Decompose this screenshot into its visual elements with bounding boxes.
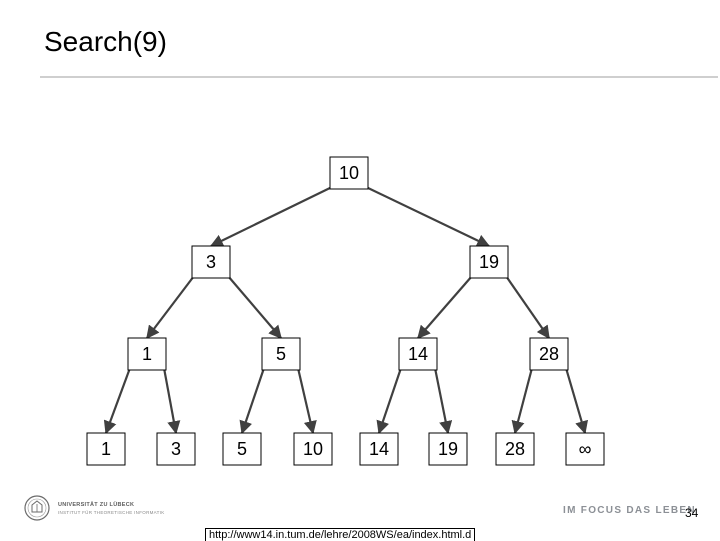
tree-edge-arrow	[146, 275, 195, 340]
node-key-label: 1	[142, 344, 152, 364]
node-box	[359, 432, 399, 466]
leaf-node: 5	[222, 432, 262, 466]
node-key-label: 28	[539, 344, 559, 364]
tree-node: 19	[469, 245, 509, 279]
node-key-label: 28	[505, 439, 525, 459]
tree-edge-arrow	[376, 367, 403, 435]
leaf-node: 28	[495, 432, 535, 466]
node-key-label: 10	[339, 163, 359, 183]
tree-edge-arrow	[209, 186, 333, 247]
tree-edge-arrow	[365, 186, 491, 247]
leaf-node: 19	[428, 432, 468, 466]
tree-edges	[103, 186, 589, 435]
node-box	[191, 245, 231, 279]
tree-nodes: 10 3 19 1 5 14 28 1 3 5 10 14 19 28 ∞	[86, 156, 605, 466]
node-key-label: 14	[408, 344, 428, 364]
node-box	[428, 432, 468, 466]
tree-node: 3	[191, 245, 231, 279]
node-box	[329, 156, 369, 190]
node-key-label: 19	[479, 252, 499, 272]
university-seal-icon	[24, 495, 50, 521]
root-node: 10	[329, 156, 369, 190]
node-key-label: 10	[303, 439, 323, 459]
university-logo: UNIVERSITÄT ZU LÜBECK INSTITUT FÜR THEOR…	[24, 494, 184, 524]
page-title: Search(9)	[44, 26, 167, 57]
tree-edge-arrow	[511, 367, 534, 435]
node-key-label: 14	[369, 439, 389, 459]
footer-url[interactable]: http://www14.in.tum.de/lehre/2008WS/ea/i…	[205, 528, 476, 541]
node-key-label: 19	[438, 439, 458, 459]
node-box	[156, 432, 196, 466]
university-tagline: IM FOCUS DAS LEBEN	[563, 505, 696, 516]
tree-edge-arrow	[505, 275, 550, 340]
node-box	[529, 337, 569, 371]
tree-edge-arrow	[227, 275, 282, 340]
leaf-node: 14	[359, 432, 399, 466]
node-key-label: 3	[171, 439, 181, 459]
node-box	[86, 432, 126, 466]
node-key-label: 5	[276, 344, 286, 364]
tree-node: 5	[261, 337, 301, 371]
leaf-node: 10	[293, 432, 333, 466]
node-key-label: 1	[101, 439, 111, 459]
node-box	[469, 245, 509, 279]
tree-edge-arrow	[296, 367, 317, 435]
title-divider	[40, 76, 718, 78]
node-box	[127, 337, 167, 371]
university-name: UNIVERSITÄT ZU LÜBECK	[58, 502, 135, 508]
node-key-label: 3	[206, 252, 216, 272]
node-box	[398, 337, 438, 371]
page-number: 34	[685, 506, 699, 520]
institute-name: INSTITUT FÜR THEORETISCHE INFORMATIK	[58, 510, 165, 515]
node-box	[293, 432, 333, 466]
tree-edge-arrow	[564, 367, 589, 435]
tree-edge-arrow	[162, 367, 181, 435]
leaf-node: 1	[86, 432, 126, 466]
tree-node: 1	[127, 337, 167, 371]
tree-edge-arrow	[417, 275, 473, 339]
tree-edge-arrow	[103, 367, 132, 435]
tree-edge-arrow	[433, 367, 453, 435]
node-box	[495, 432, 535, 466]
node-box	[222, 432, 262, 466]
node-box	[261, 337, 301, 371]
node-key-label: ∞	[579, 439, 592, 459]
tree-edge-arrow	[239, 367, 266, 435]
leaf-node: 3	[156, 432, 196, 466]
node-key-label: 5	[237, 439, 247, 459]
leaf-node: ∞	[565, 432, 605, 466]
tree-node: 28	[529, 337, 569, 371]
node-box	[565, 432, 605, 466]
tree-node: 14	[398, 337, 438, 371]
